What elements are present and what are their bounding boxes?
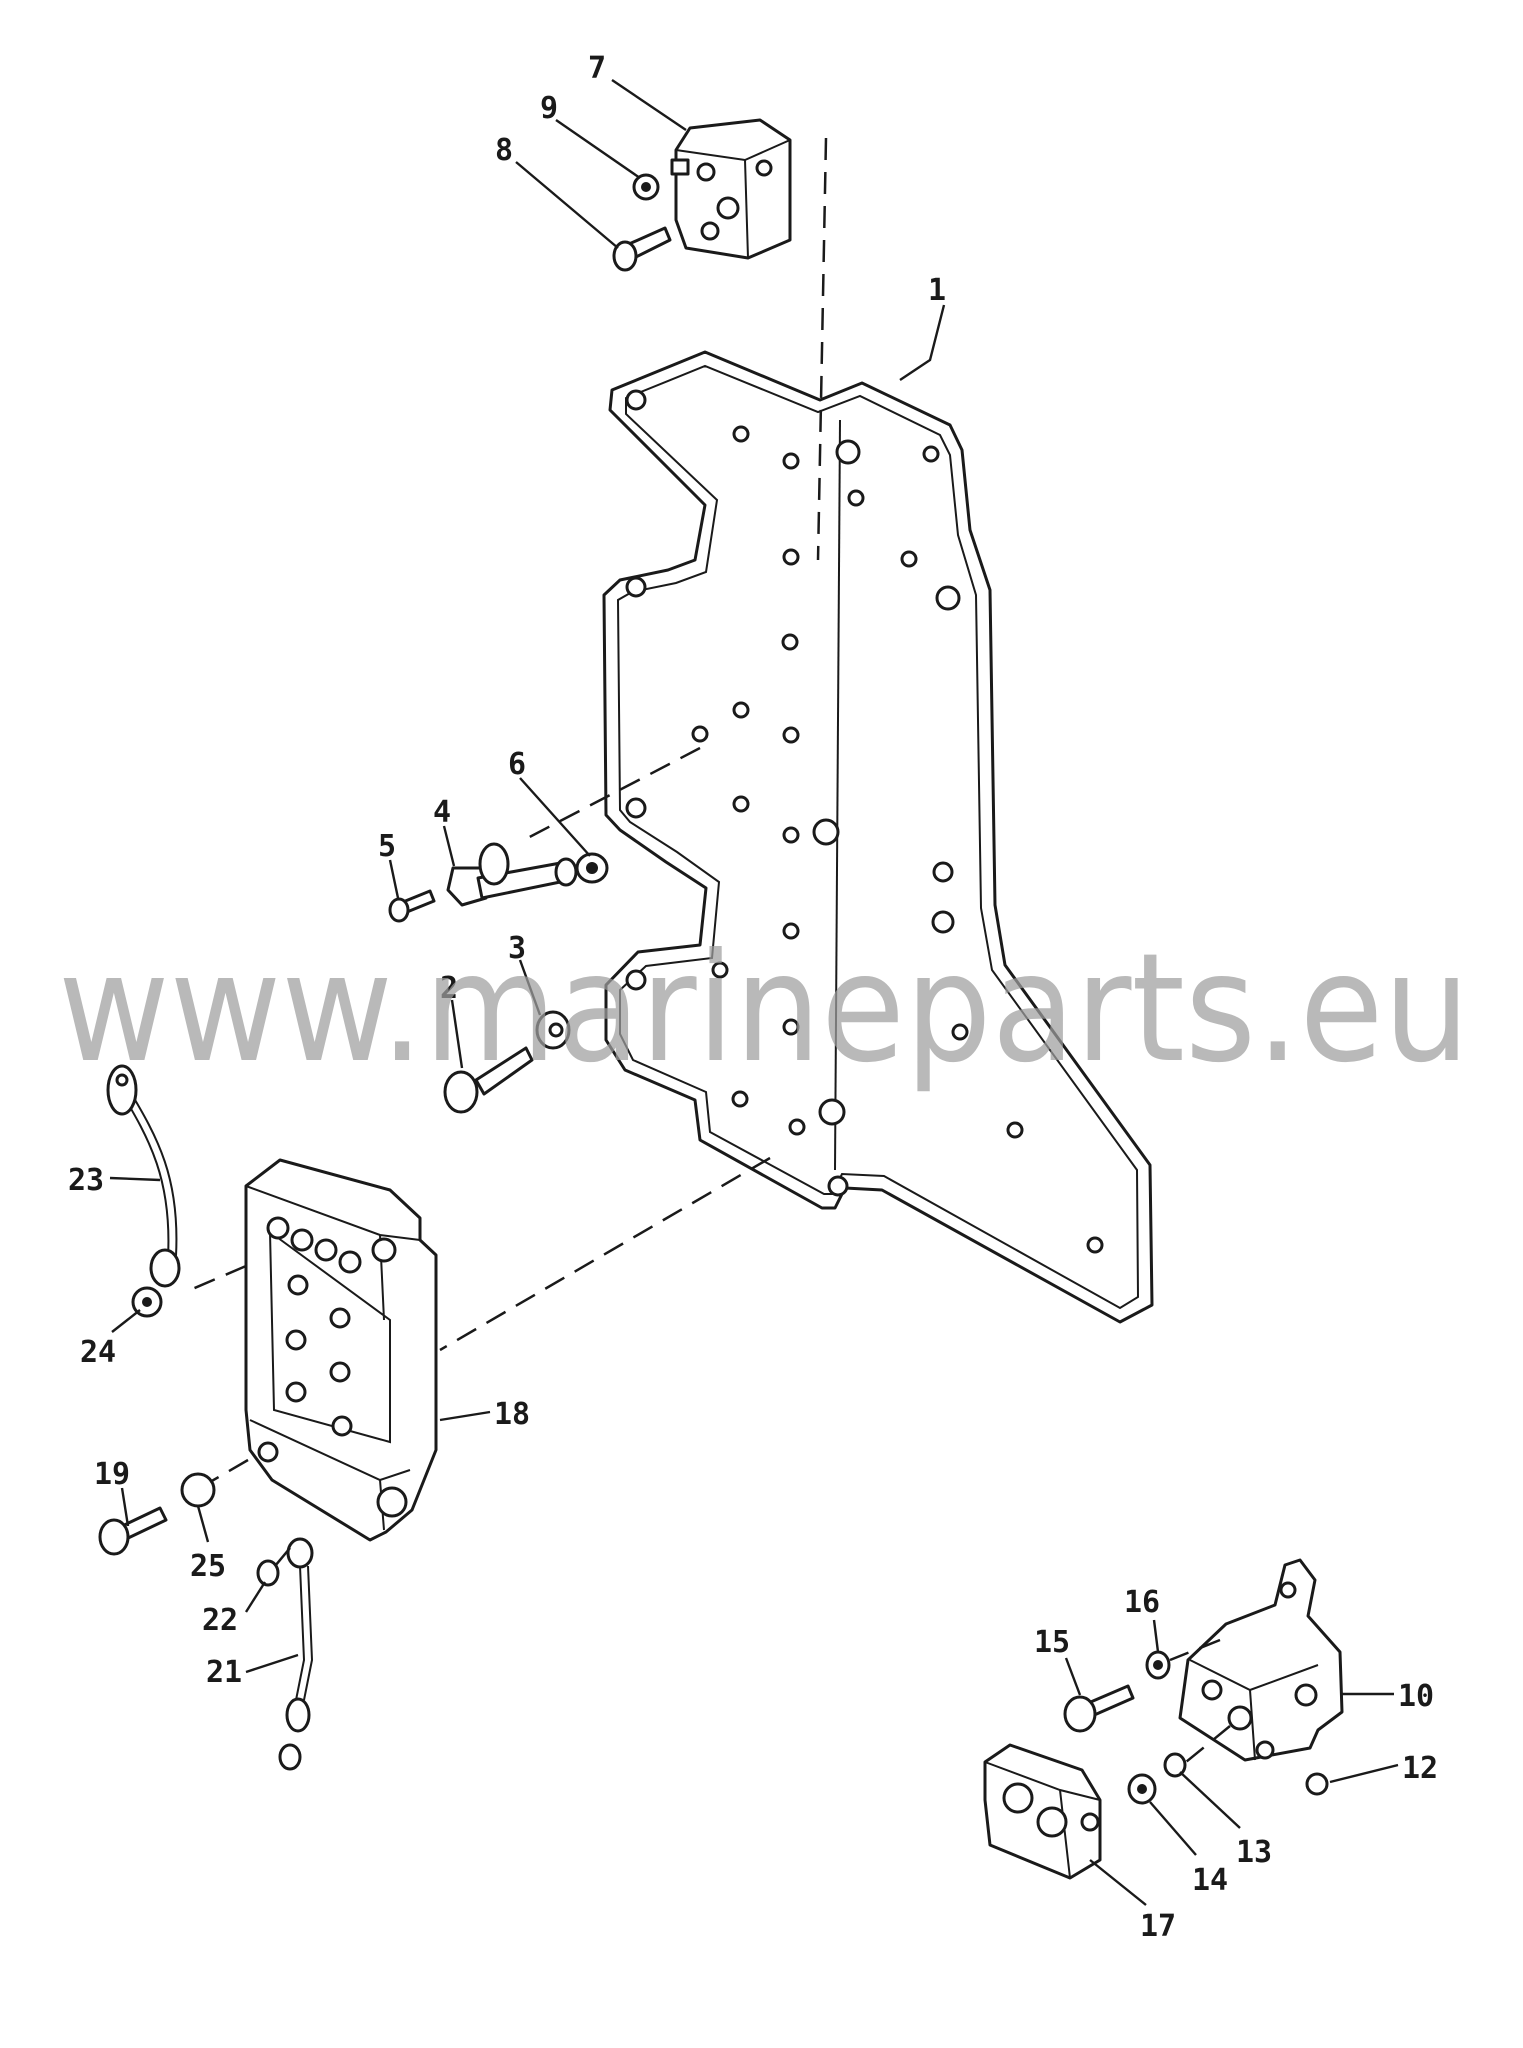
assembly-lines	[189, 137, 1231, 1763]
callout-12: 12	[1402, 1751, 1438, 1786]
callout-5: 5	[378, 829, 396, 864]
screw-part-5	[388, 889, 436, 923]
nut-part-9	[632, 173, 660, 201]
nut-part-14	[1127, 1773, 1157, 1805]
wire-lead-part-21	[278, 1537, 314, 1771]
nut-part-12	[1305, 1772, 1329, 1796]
nut-part-6	[575, 852, 609, 884]
callout-9: 9	[540, 91, 558, 126]
washer-part-3	[535, 1010, 571, 1050]
callout-17: 17	[1140, 1909, 1176, 1944]
callout-14: 14	[1192, 1863, 1228, 1898]
watermark-text: www.marineparts.eu	[58, 922, 1470, 1096]
washer-part-16	[1145, 1650, 1171, 1680]
callout-6: 6	[508, 747, 526, 782]
callout-labels: 1 2 3 4 5 6 7 8 9 10 12 13 14 15 16 17 1…	[68, 51, 1438, 1944]
callout-22: 22	[202, 1603, 238, 1638]
callout-3: 3	[508, 931, 526, 966]
spacer-part-25	[180, 1472, 216, 1508]
callout-15: 15	[1034, 1625, 1070, 1660]
nut-part-24	[131, 1286, 163, 1318]
module-part-18	[244, 1158, 438, 1542]
screw-part-8	[612, 226, 672, 272]
callout-8: 8	[495, 133, 513, 168]
callout-2: 2	[440, 971, 458, 1006]
callout-19: 19	[94, 1457, 130, 1492]
clamp-part-4	[446, 842, 578, 907]
callout-13: 13	[1236, 1835, 1272, 1870]
callout-23: 23	[68, 1163, 104, 1198]
terminal-block-part-7	[670, 118, 792, 260]
bolt-part-15	[1063, 1684, 1135, 1733]
callout-10: 10	[1398, 1679, 1434, 1714]
callout-7: 7	[588, 51, 606, 86]
leader-lines	[109, 79, 1399, 1906]
mounting-plate	[602, 350, 1154, 1324]
wire-lead-part-23	[106, 1064, 181, 1288]
callout-24: 24	[80, 1335, 116, 1370]
module-holes	[257, 1216, 408, 1518]
callout-21: 21	[206, 1655, 242, 1690]
solenoid-part-10	[1178, 1558, 1344, 1762]
cover-part-17	[983, 1743, 1102, 1880]
screw-part-19	[98, 1506, 168, 1556]
callout-4: 4	[433, 795, 451, 830]
callout-16: 16	[1124, 1585, 1160, 1620]
callout-1: 1	[928, 273, 946, 308]
callout-18: 18	[494, 1397, 530, 1432]
screw-part-22	[256, 1559, 280, 1587]
plate-holes	[625, 389, 1104, 1254]
washer-part-13	[1163, 1752, 1187, 1778]
callout-25: 25	[190, 1549, 226, 1584]
bolt-part-2	[443, 1046, 534, 1114]
